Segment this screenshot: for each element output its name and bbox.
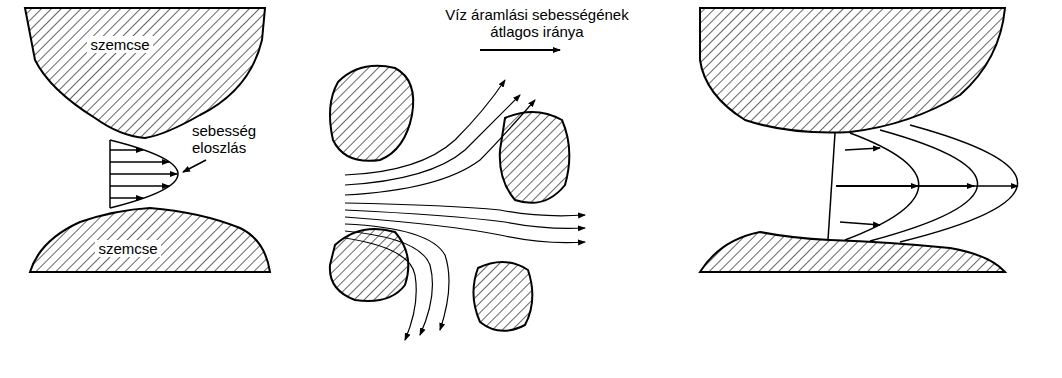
velocity-distribution-label: sebesség eloszlás [190, 122, 274, 156]
particle-top [25, 8, 265, 138]
particle [473, 262, 532, 331]
flow-direction-label: Víz áramlási sebességének átlagos iránya [440, 6, 634, 40]
particle-bottom [700, 232, 1005, 272]
flow-lines [345, 80, 585, 340]
velocity-profiles [828, 125, 1018, 242]
particle [500, 112, 570, 203]
particle [330, 66, 413, 161]
particle-bottom [30, 208, 270, 272]
particle-label: szemcse [87, 36, 152, 53]
leader-line [183, 160, 206, 172]
particle-node: szemcse [84, 34, 156, 55]
direction-arrow [480, 49, 560, 51]
particle-node: szemcse [92, 238, 164, 259]
particle-label: szemcse [95, 240, 160, 257]
particle [330, 229, 408, 301]
particle-top [700, 8, 1005, 133]
